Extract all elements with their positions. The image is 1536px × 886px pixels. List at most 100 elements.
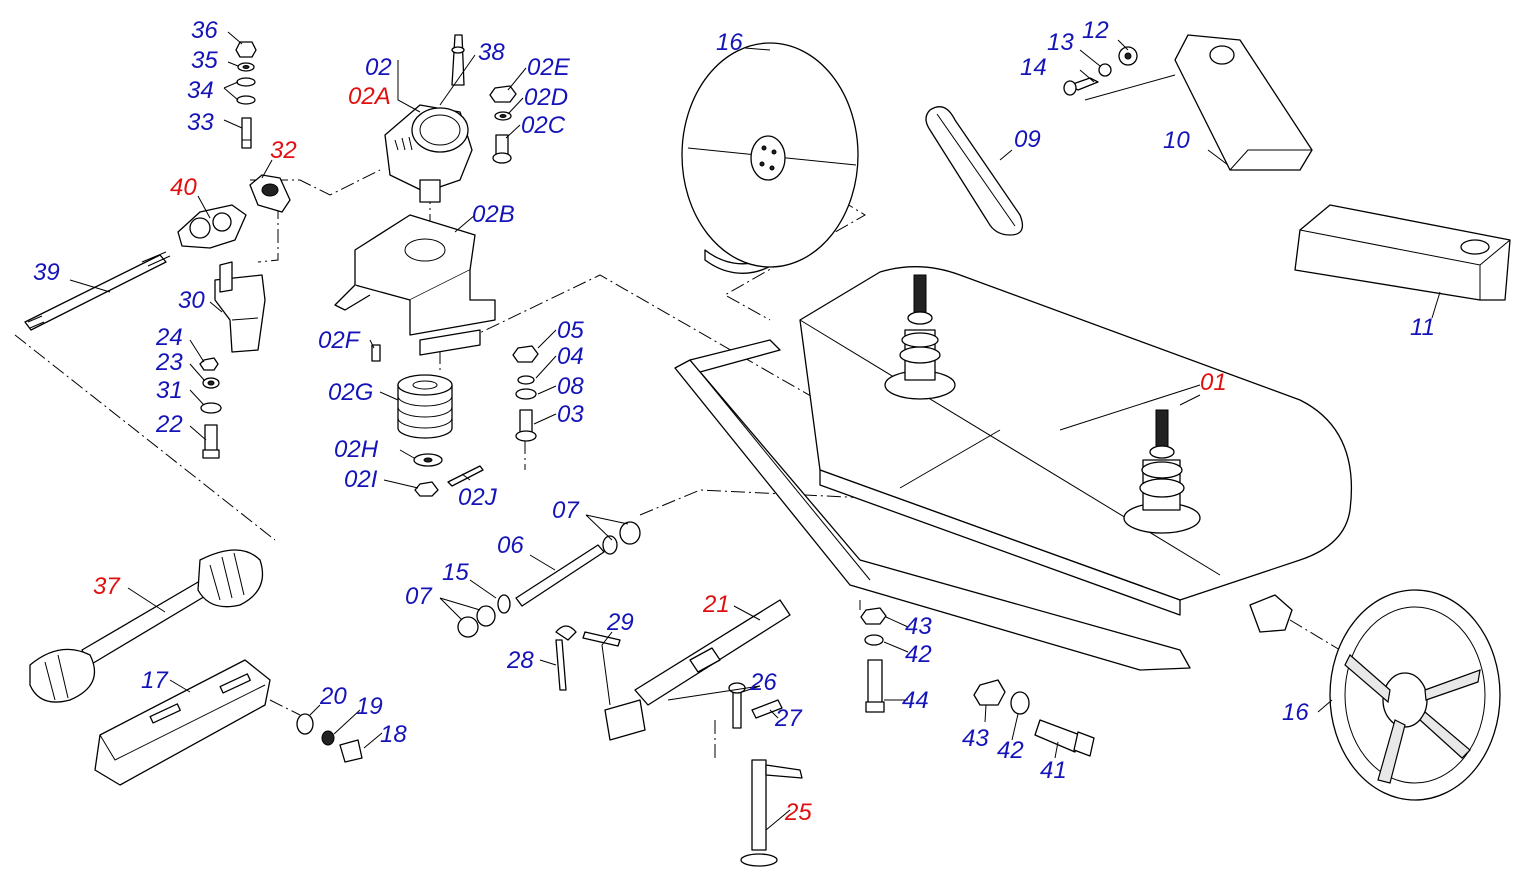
label-32: 32 xyxy=(270,137,297,164)
label-09: 09 xyxy=(1014,126,1041,153)
label-07-top: 07 xyxy=(552,497,580,524)
label-21: 21 xyxy=(702,591,730,618)
label-02I: 02I xyxy=(344,466,378,493)
label-03: 03 xyxy=(557,401,584,428)
label-41: 41 xyxy=(1040,757,1067,784)
spindle-left xyxy=(884,274,956,400)
label-31: 31 xyxy=(156,377,183,404)
pin-02J xyxy=(447,465,484,487)
deck-01 xyxy=(799,266,1353,616)
washer-12 xyxy=(1118,46,1138,66)
pto-shaft-37 xyxy=(29,549,264,703)
label-02: 02 xyxy=(365,54,392,81)
bracket-30 xyxy=(214,261,266,353)
label-37: 37 xyxy=(93,573,121,600)
label-05: 05 xyxy=(557,317,584,344)
spindle-right xyxy=(1123,409,1201,534)
bolt-14 xyxy=(1063,77,1099,96)
washer-34 xyxy=(236,77,256,105)
pin-28 xyxy=(555,625,577,691)
bolt-33 xyxy=(241,117,252,149)
cover-11 xyxy=(1294,204,1511,301)
label-44: 44 xyxy=(902,687,929,714)
nut-05 xyxy=(512,345,539,363)
label-02G: 02G xyxy=(328,379,373,406)
bolt-36-nut xyxy=(235,41,257,58)
key-02F xyxy=(371,344,381,362)
bolt-41 xyxy=(1034,719,1095,757)
nut-43-top xyxy=(860,607,887,625)
label-26: 26 xyxy=(749,669,777,696)
jack-stand-25 xyxy=(740,759,803,867)
label-27: 27 xyxy=(774,705,803,732)
label-02B: 02B xyxy=(472,201,515,228)
label-02H: 02H xyxy=(334,436,379,463)
drawbar-21 xyxy=(634,599,791,706)
bolt-44 xyxy=(865,659,885,713)
ujoint-40 xyxy=(177,204,247,249)
label-29: 29 xyxy=(606,609,634,636)
label-40: 40 xyxy=(170,174,197,201)
shaft-39 xyxy=(24,251,171,331)
label-02C: 02C xyxy=(521,112,566,139)
label-11: 11 xyxy=(1410,314,1435,341)
washer-20 xyxy=(296,713,314,735)
bolt-02C xyxy=(492,134,512,164)
bearing-32 xyxy=(249,174,291,213)
label-02F: 02F xyxy=(318,327,361,354)
label-36: 36 xyxy=(191,17,218,44)
clevis xyxy=(604,699,646,741)
bolt-03 xyxy=(515,409,537,442)
label-34: 34 xyxy=(187,77,214,104)
label-07-bottom: 07 xyxy=(405,583,433,610)
label-43-bottom: 43 xyxy=(962,725,989,752)
washer-31 xyxy=(200,402,222,414)
washer-02D xyxy=(494,111,512,121)
label-17: 17 xyxy=(141,667,169,694)
shaft-06 xyxy=(515,544,605,607)
gearbox-02 xyxy=(384,34,473,203)
label-42-bottom: 42 xyxy=(997,737,1024,764)
label-25: 25 xyxy=(784,799,812,826)
washer-13 xyxy=(1098,63,1112,77)
washer-23 xyxy=(202,377,220,389)
washer-42-bottom xyxy=(1010,691,1030,715)
label-18: 18 xyxy=(380,721,407,748)
label-42-top: 42 xyxy=(905,641,932,668)
nut-24 xyxy=(199,357,219,371)
hub-assembly xyxy=(1249,594,1293,633)
label-10: 10 xyxy=(1163,127,1190,154)
nut-02I xyxy=(414,481,439,497)
label-38: 38 xyxy=(478,39,505,66)
label-19: 19 xyxy=(356,693,383,720)
label-12: 12 xyxy=(1082,17,1109,44)
label-15: 15 xyxy=(442,559,469,586)
label-13: 13 xyxy=(1047,29,1074,56)
label-24: 24 xyxy=(155,324,183,351)
clip-27 xyxy=(751,699,783,719)
label-02E: 02E xyxy=(527,54,571,81)
bushing-07-bottom xyxy=(457,605,496,638)
pulley-02G xyxy=(397,374,453,439)
label-02J: 02J xyxy=(458,484,498,511)
label-06: 06 xyxy=(497,532,524,559)
washer-42-top xyxy=(864,634,884,646)
label-16-bottom: 16 xyxy=(1282,699,1309,726)
belt-09 xyxy=(925,106,1024,236)
label-16-top: 16 xyxy=(716,29,743,56)
label-04: 04 xyxy=(557,343,584,370)
label-14: 14 xyxy=(1020,54,1047,81)
leader-lines xyxy=(69,31,1441,831)
label-28: 28 xyxy=(506,647,534,674)
label-08: 08 xyxy=(557,373,584,400)
label-23: 23 xyxy=(155,349,183,376)
washer-02H xyxy=(413,453,443,467)
washer-04 xyxy=(517,375,535,385)
label-33: 33 xyxy=(187,109,214,136)
label-39: 39 xyxy=(33,259,60,286)
part-labels: 36 35 34 33 32 40 39 30 24 23 31 22 02 0… xyxy=(33,17,1435,826)
guard-17 xyxy=(94,659,271,786)
label-22: 22 xyxy=(155,411,183,438)
label-43-top: 43 xyxy=(905,613,932,640)
